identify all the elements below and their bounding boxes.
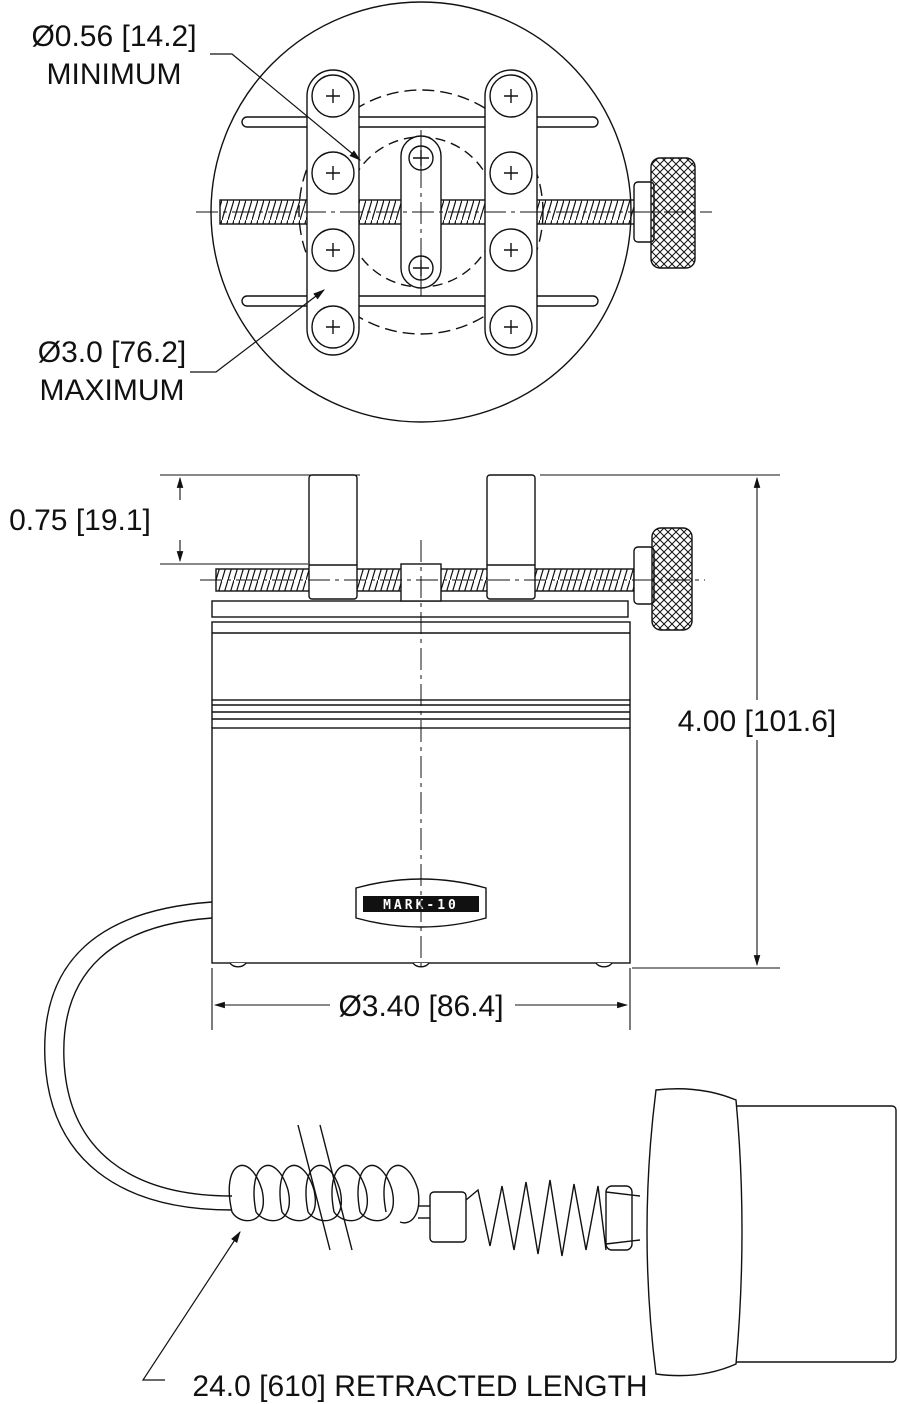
coiled-cable <box>228 1124 420 1251</box>
logo-text: MARK-10 <box>383 898 459 913</box>
sensor-body <box>727 1105 897 1363</box>
top-leaders <box>190 53 361 373</box>
cable-inner <box>63 917 233 1197</box>
base-diameter-label: Ø3.40 [86.4] <box>338 990 503 1023</box>
top-view-posts <box>311 74 533 349</box>
sensor-cap <box>646 1088 743 1377</box>
sensor-head <box>646 1088 897 1377</box>
strain-relief-collar <box>429 1191 467 1243</box>
max-diameter-label: Ø3.0 [76.2] <box>38 336 186 369</box>
dimension-lines <box>160 474 780 1030</box>
cable-length-leader <box>141 1230 241 1381</box>
post-icon <box>311 305 355 349</box>
post-icon <box>489 305 533 349</box>
post-height-label: 0.75 [19.1] <box>9 504 151 537</box>
right-post <box>486 474 536 600</box>
post-icon <box>489 228 533 272</box>
top-rail <box>241 116 599 128</box>
min-diameter-label: Ø0.56 [14.2] <box>31 20 196 53</box>
post-icon <box>489 74 533 118</box>
top-center-lines <box>196 130 712 300</box>
max-word-label: MAXIMUM <box>40 374 185 407</box>
cable-outer <box>44 901 233 1211</box>
post-icon <box>311 151 355 195</box>
overall-height-label: 4.00 [101.6] <box>678 705 836 738</box>
mark-10-logo: MARK-10 <box>363 896 479 913</box>
side-knob <box>651 527 693 631</box>
side-labels: 0.75 [19.1] 4.00 [101.6] Ø3.40 [86.4] <box>9 504 836 1023</box>
side-view <box>211 474 693 968</box>
top-plate <box>211 600 629 618</box>
foot-right <box>595 962 613 968</box>
strain-relief-spring <box>465 1179 607 1257</box>
connector-body <box>605 1185 633 1251</box>
min-word-label: MINIMUM <box>47 58 182 91</box>
bottom-rail <box>241 295 599 307</box>
top-labels: Ø0.56 [14.2] MINIMUM Ø3.0 [76.2] MAXIMUM <box>31 20 196 407</box>
cable-length-label: 24.0 [610] RETRACTED LENGTH <box>192 1370 647 1403</box>
cable <box>44 901 641 1257</box>
post-icon <box>311 228 355 272</box>
foot-left <box>229 962 247 968</box>
top-knob <box>633 157 696 269</box>
post-icon <box>489 151 533 195</box>
post-icon <box>311 74 355 118</box>
